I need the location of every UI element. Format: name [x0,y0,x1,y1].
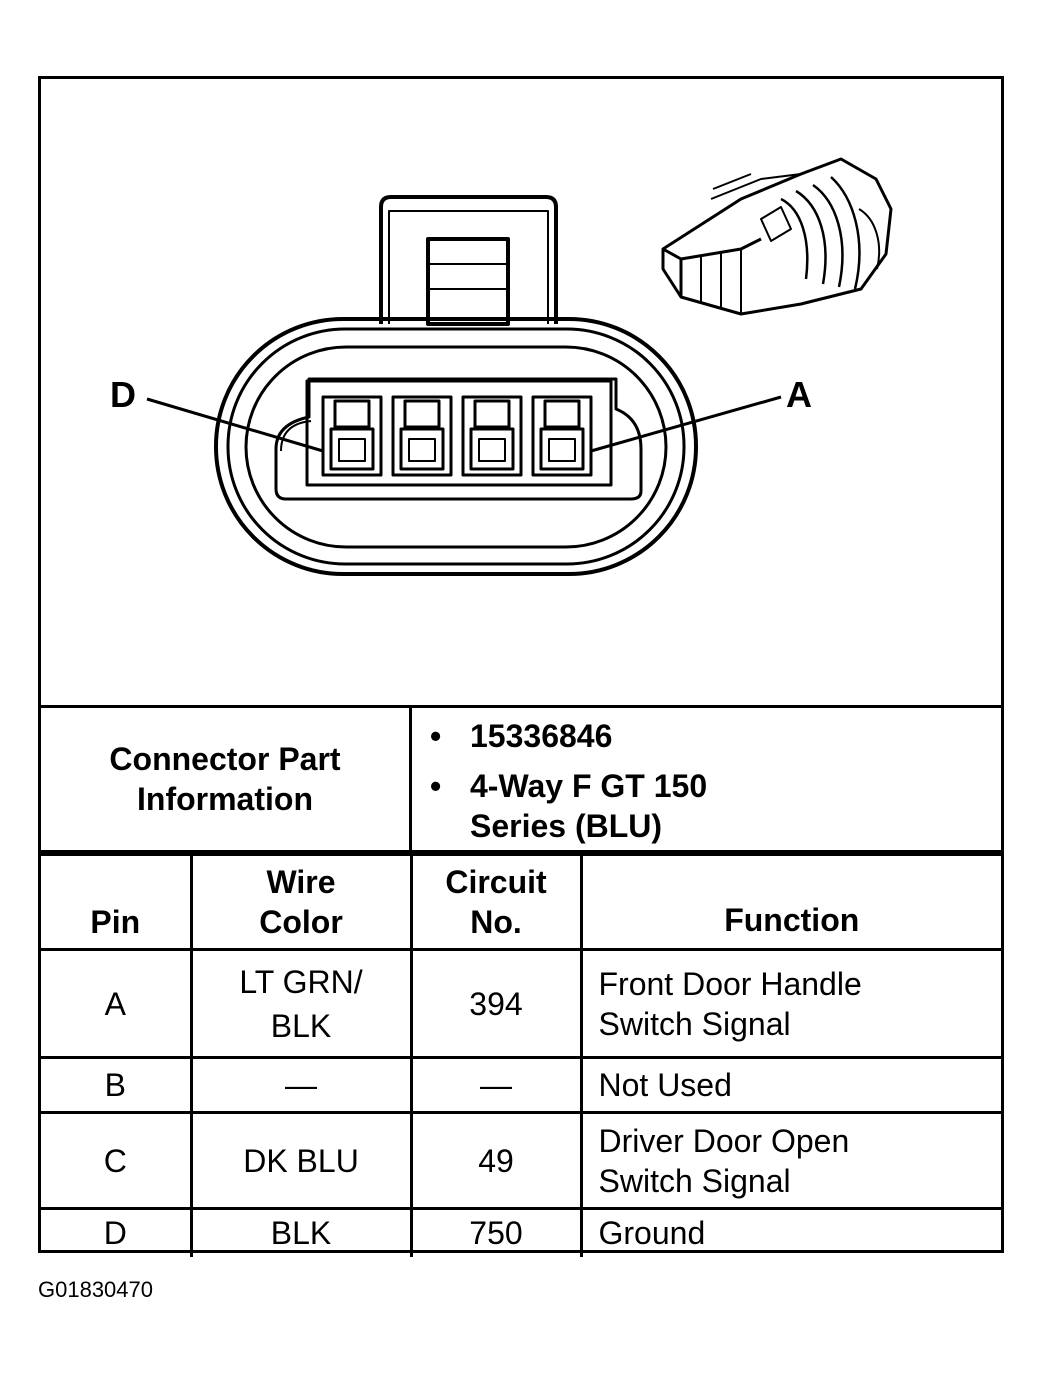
circuit-cell: 394 [409,948,583,1059]
header-function: Function [579,853,1001,951]
wire-color-cell: BLK [189,1207,413,1257]
circuit-cell: 750 [409,1207,583,1257]
header-circuit-no: Circuit No. [409,853,583,951]
pin-label-d: D [110,374,136,415]
figure-id: G01830470 [38,1277,153,1302]
connector-part-info-row: Connector Part Information • 15336846 • … [41,705,1001,853]
pin-table: Pin Wire Color Circuit No. Function A LT… [41,853,1001,1257]
bullet-icon: • [430,718,442,754]
function-cell: Driver Door Open Switch Signal [579,1111,1001,1210]
wire-color-cell: — [189,1056,413,1114]
connector-part-info-values: • 15336846 • 4-Way F GT 150 Series (BLU) [412,708,1001,850]
table-row: D BLK 750 Ground [41,1207,1001,1257]
table-row: C DK BLU 49 Driver Door Open Switch Sign… [41,1111,1001,1210]
table-row: B — — Not Used [41,1056,1001,1114]
connector-part-info-label: Connector Part Information [41,708,412,850]
wire-color-cell: LT GRN/ BLK [189,948,413,1059]
function-cell: Not Used [579,1056,1001,1114]
pin-cell: C [41,1111,193,1210]
header-pin: Pin [41,853,193,951]
connector-type: 4-Way F GT 150 Series (BLU) [470,768,708,844]
part-number-item: • 15336846 [430,716,613,756]
pin-cell: A [41,948,193,1059]
connector-3d-sketch [661,157,893,316]
pin-table-header: Pin Wire Color Circuit No. Function [41,853,1001,951]
table-row: A LT GRN/ BLK 394 Front Door Handle Swit… [41,948,1001,1059]
connector-drawing: D A [41,79,1001,705]
header-wire-color: Wire Color [189,853,413,951]
function-cell: Front Door Handle Switch Signal [579,948,1001,1059]
pin-cell: B [41,1056,193,1114]
bullet-icon: • [430,768,442,804]
circuit-cell: — [409,1056,583,1114]
connector-type-item: • 4-Way F GT 150 Series (BLU) [430,766,770,846]
function-cell: Ground [579,1207,1001,1257]
diagram-frame: D A Connector Part Information • 1533684… [38,76,1004,1257]
circuit-cell: 49 [409,1111,583,1210]
wire-color-cell: DK BLU [189,1111,413,1210]
connector-face-illustration [146,157,893,576]
part-number: 15336846 [470,718,613,754]
pin-cell: D [41,1207,193,1257]
pin-label-a: A [786,374,812,415]
